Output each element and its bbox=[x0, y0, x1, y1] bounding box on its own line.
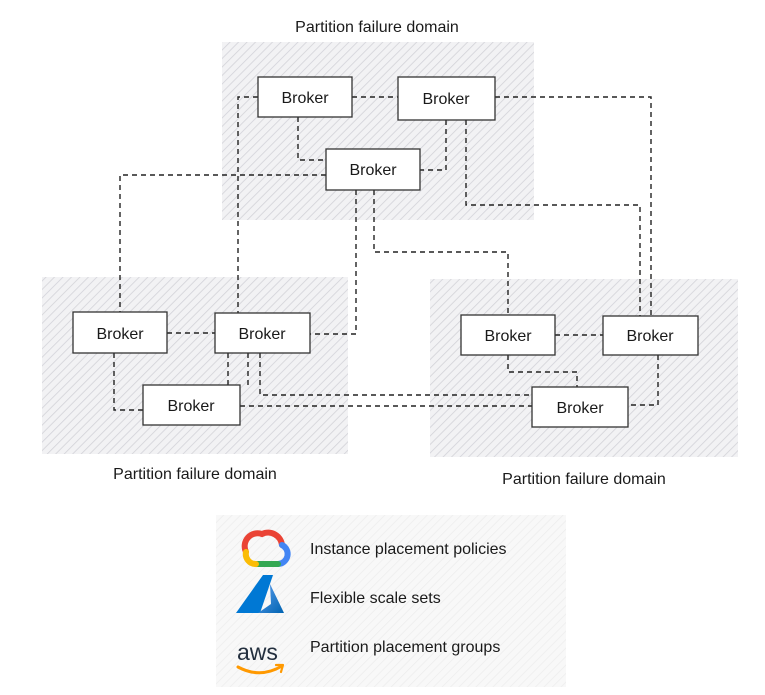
link-top3-left1 bbox=[119, 174, 326, 312]
link-top2-right3 bbox=[465, 120, 641, 316]
link-left1-left3 bbox=[113, 353, 143, 411]
broker-node: Broker bbox=[531, 386, 629, 428]
legend-label-aws: Partition placement groups bbox=[310, 639, 500, 656]
aws-icon: aws bbox=[236, 639, 285, 675]
legend-label-azure: Flexible scale sets bbox=[310, 590, 441, 607]
broker-label: Broker bbox=[349, 162, 397, 179]
broker-node: Broker bbox=[72, 311, 168, 354]
link-top3-left2 bbox=[310, 190, 357, 335]
broker-label: Broker bbox=[167, 398, 215, 415]
broker-node: Broker bbox=[214, 312, 311, 354]
azure-icon bbox=[236, 575, 284, 613]
broker-label: Broker bbox=[556, 400, 604, 417]
broker-node: Broker bbox=[397, 76, 496, 121]
broker-label: Broker bbox=[96, 326, 144, 343]
top-domain-label: Partition failure domain bbox=[295, 19, 459, 36]
google-cloud-icon bbox=[241, 529, 291, 567]
broker-node: Broker bbox=[257, 76, 353, 118]
broker-node: Broker bbox=[602, 315, 699, 356]
broker-label: Broker bbox=[238, 326, 286, 343]
link-top3-right1 bbox=[373, 190, 509, 315]
broker-label: Broker bbox=[484, 328, 532, 345]
left-domain-area bbox=[42, 277, 348, 454]
aws-icon-wordmark: aws bbox=[237, 639, 278, 665]
broker-label: Broker bbox=[422, 91, 470, 108]
link-right1-right3 bbox=[507, 355, 578, 387]
left-domain-label: Partition failure domain bbox=[113, 466, 277, 483]
legend: Instance placement policies Flexible sca… bbox=[216, 515, 566, 687]
broker-node: Broker bbox=[460, 314, 556, 356]
link-top2-top3 bbox=[420, 120, 447, 171]
broker-label: Broker bbox=[281, 90, 329, 107]
broker-label: Broker bbox=[626, 328, 674, 345]
link-right2-right3 bbox=[628, 355, 659, 406]
broker-node: Broker bbox=[325, 148, 421, 191]
link-left2-right3 bbox=[259, 353, 532, 396]
link-top1-left2 bbox=[237, 96, 258, 314]
broker-links bbox=[113, 96, 659, 411]
right-domain-label: Partition failure domain bbox=[502, 471, 666, 488]
broker-node: Broker bbox=[142, 384, 241, 426]
link-top2-right2 bbox=[495, 96, 652, 316]
right-domain-area bbox=[430, 279, 738, 457]
legend-label-gcp: Instance placement policies bbox=[310, 541, 507, 558]
top-domain-area bbox=[222, 42, 534, 220]
